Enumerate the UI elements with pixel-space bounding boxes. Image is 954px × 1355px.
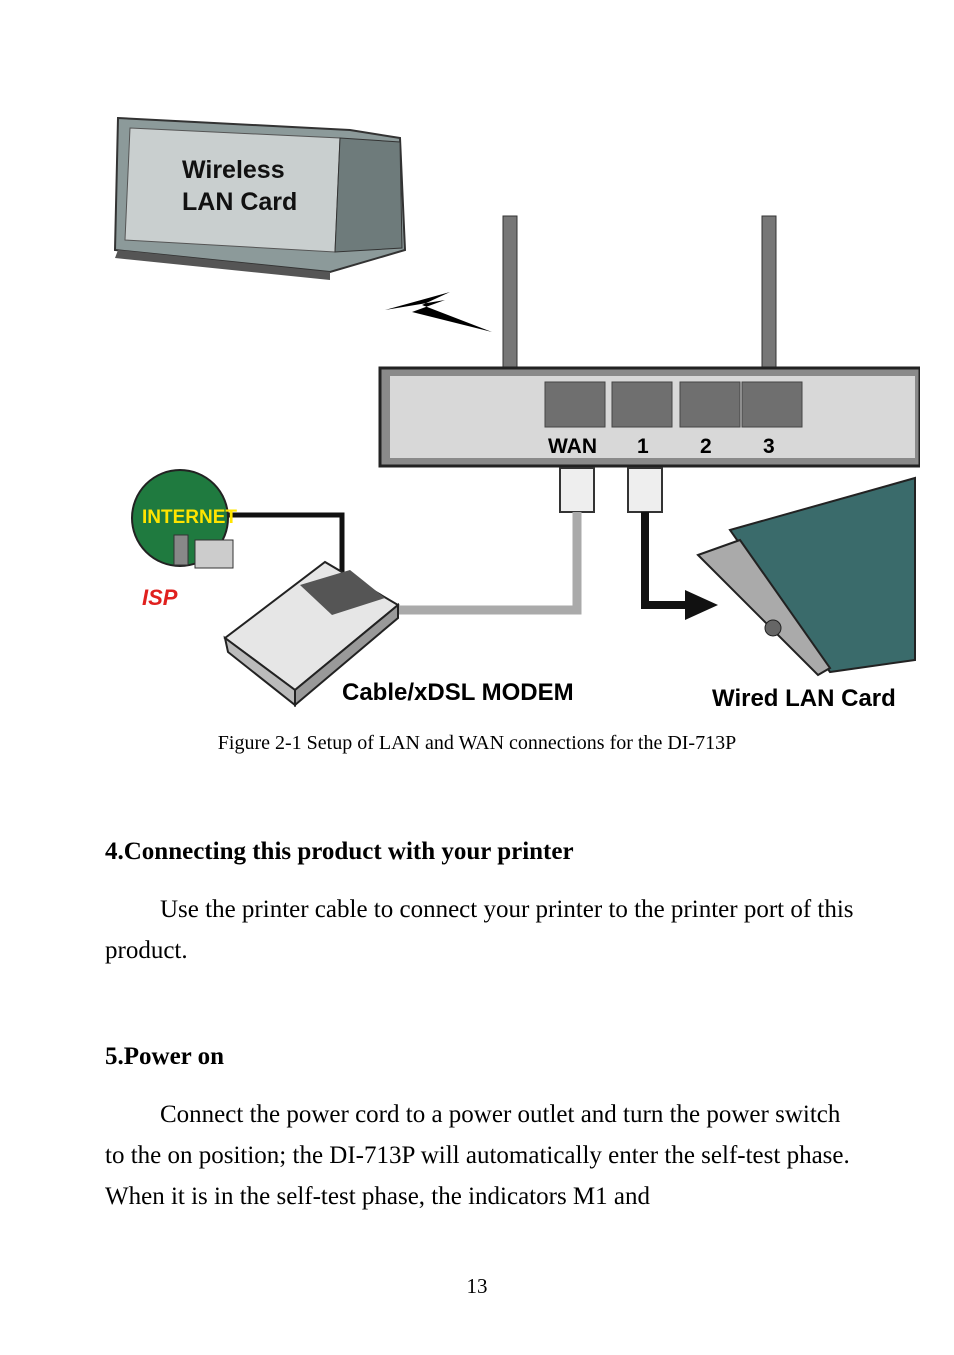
rj45-plug-wan: [559, 467, 595, 513]
wireless-lan-card: Wireless LAN Card: [113, 116, 407, 280]
cable-modem: [223, 560, 400, 708]
port-label-1: 1: [637, 435, 649, 458]
cable-lan-card: [641, 512, 690, 609]
section-heading-power: 5.Power on: [105, 1043, 224, 1070]
paragraph-printer: Use the printer cable to connect your pr…: [105, 896, 854, 964]
paragraph-power: Connect the power cord to a power outlet…: [105, 1101, 850, 1210]
page-number: 13: [466, 1274, 488, 1298]
port-label-2: 2: [700, 435, 712, 458]
router-ports: [544, 381, 803, 428]
wireless-signal-icon: [385, 292, 492, 332]
internet-globe: INTERNET: [131, 469, 237, 569]
port-label-3: 3: [763, 435, 775, 458]
isp-label: ISP: [142, 585, 178, 610]
section-heading-printer: 4.Connecting this product with your prin…: [105, 838, 574, 865]
cable-internet-modem: [218, 512, 345, 575]
cable-wan-modem: [395, 512, 582, 615]
network-setup-figure: Wireless LAN Card WAN 1 2 3 INTERNET ISP: [113, 116, 920, 712]
wired-card-label: Wired LAN Card: [712, 685, 896, 712]
antenna-left: [502, 215, 518, 371]
rj45-plug-lan: [627, 467, 663, 513]
antenna-right: [761, 215, 777, 371]
modem-label: Cable/xDSL MODEM: [342, 679, 574, 706]
wired-lan-card: [696, 476, 916, 677]
wireless-card-label-line1: Wireless: [182, 156, 285, 184]
router: WAN 1 2 3: [378, 366, 920, 468]
internet-label: INTERNET: [142, 507, 237, 528]
arrow-to-wired-card: [685, 590, 718, 620]
figure-caption: Figure 2-1 Setup of LAN and WAN connecti…: [217, 732, 737, 754]
port-label-wan: WAN: [548, 435, 597, 458]
wireless-card-label-line2: LAN Card: [182, 188, 297, 216]
